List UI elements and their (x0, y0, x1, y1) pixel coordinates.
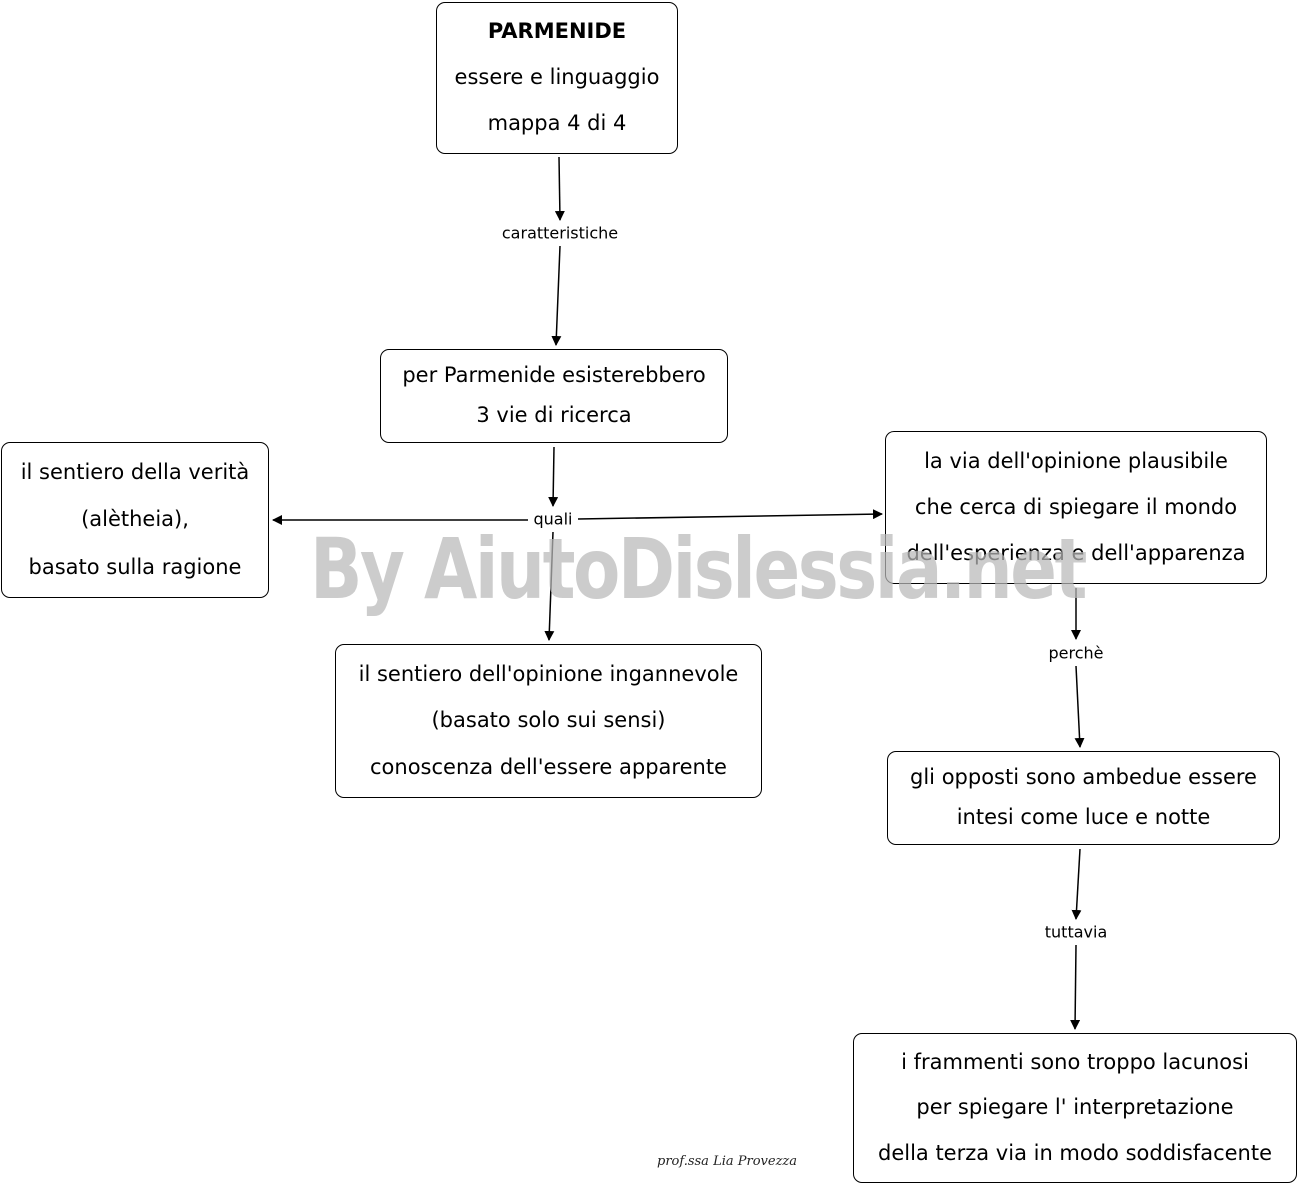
node-parmenide-subtitle: essere e linguaggio (454, 65, 660, 90)
node-frammenti-line-3: della terza via in modo soddisfacente (877, 1140, 1273, 1165)
node-parmenide-map-index: mappa 4 di 4 (487, 111, 627, 136)
node-opposti-line-2: intesi come luce e notte (956, 805, 1211, 830)
connector-tre-vie-to-quali (548, 446, 559, 507)
node-plausibile-line-2: che cerca di spiegare il mondo (914, 494, 1238, 519)
connector-perche-to-opposti (1074, 665, 1085, 748)
node-tre-vie-line-2: 3 vie di ricerca (476, 403, 632, 428)
node-verita-line-1: il sentiero della verità (20, 460, 250, 485)
node-verita-line-2: (alètheia), (81, 507, 189, 532)
edge-label-perche: perchè (1045, 643, 1107, 663)
connector-quali-to-plausibile (577, 509, 883, 520)
node-ingannevole-line-3: conoscenza dell'essere apparente (370, 755, 727, 780)
node-frammenti: i frammenti sono troppo lacunosi per spi… (853, 1033, 1297, 1183)
connector-label-to-tre-vie (551, 245, 562, 346)
node-plausibile-line-1: la via dell'opinione plausibile (924, 448, 1228, 473)
node-ingannevole-line-2: (basato solo sui sensi) (431, 708, 666, 733)
connector-opposti-to-tuttavia (1071, 848, 1082, 920)
node-opposti-line-1: gli opposti sono ambedue essere (910, 765, 1257, 790)
node-verita-line-3: basato sulla ragione (28, 554, 242, 579)
edge-label-caratteristiche: caratteristiche (498, 223, 622, 243)
node-opposti: gli opposti sono ambedue essere intesi c… (887, 751, 1280, 845)
node-tre-vie-line-1: per Parmenide esisterebbero (402, 363, 706, 388)
node-frammenti-line-2: per spiegare l' interpretazione (916, 1095, 1234, 1120)
node-opinione-ingannevole: il sentiero dell'opinione ingannevole (b… (335, 644, 762, 798)
node-opinione-plausibile: la via dell'opinione plausibile che cerc… (885, 431, 1267, 584)
edge-label-quali: quali (530, 509, 576, 529)
node-parmenide-title: PARMENIDE (487, 19, 627, 44)
connector-parmenide-to-label (554, 156, 565, 221)
connector-tuttavia-to-frammenti (1070, 944, 1081, 1030)
node-parmenide: PARMENIDE essere e linguaggio mappa 4 di… (436, 2, 678, 154)
node-frammenti-line-1: i frammenti sono troppo lacunosi (901, 1050, 1249, 1075)
node-plausibile-line-3: dell'esperienza e dell'apparenza (906, 541, 1246, 566)
edge-label-tuttavia: tuttavia (1041, 922, 1111, 942)
node-verita: il sentiero della verità (alètheia), bas… (1, 442, 269, 598)
author-signature: prof.ssa Lia Provezza (657, 1154, 798, 1169)
node-tre-vie: per Parmenide esisterebbero 3 vie di ric… (380, 349, 728, 443)
node-ingannevole-line-1: il sentiero dell'opinione ingannevole (358, 661, 739, 686)
connector-quali-to-ingannevole (544, 531, 555, 641)
